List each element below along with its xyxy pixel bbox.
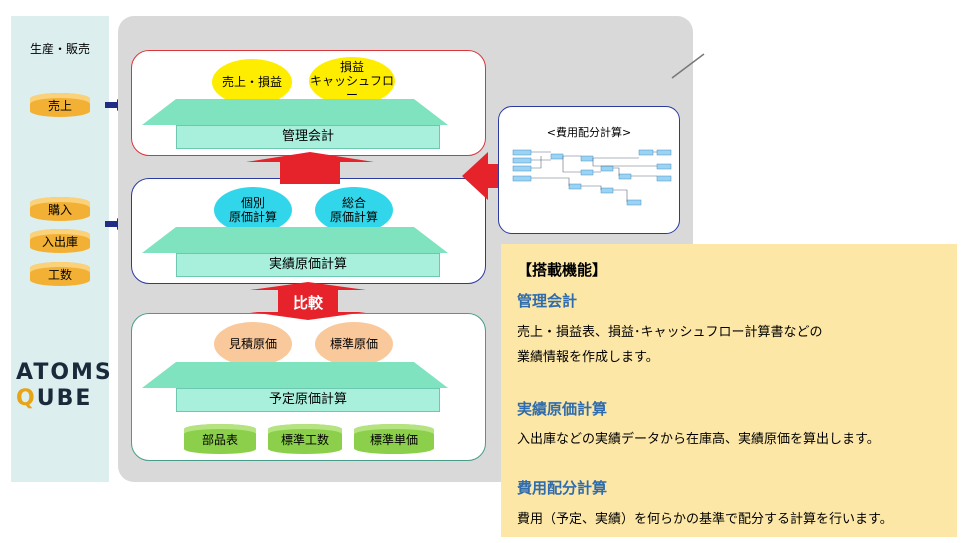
sales-cylinder: 売上 [30, 93, 90, 117]
workhours-cylinder: 工数 [30, 262, 90, 286]
purchase-cylinder: 購入 [30, 197, 90, 221]
standard-hours-cylinder: 標準工数 [268, 424, 342, 454]
allocation-flow-diagram [512, 149, 672, 206]
actual-cost-platform: 実績原価計算 [176, 253, 440, 277]
up-arrow [246, 152, 374, 184]
standard-cost-ellipse: 標準原価 [315, 322, 393, 366]
cashflow-label-1: 損益 [339, 60, 364, 74]
actual-cost-layer: 個別 原価計算 総合 原価計算 実績原価計算 [131, 178, 486, 284]
inout-cylinder: 入出庫 [30, 229, 90, 253]
cost-allocation-title: <費用配分計算> [546, 126, 632, 139]
platform-top [142, 362, 448, 388]
features-title: 【搭載機能】 [517, 261, 608, 279]
sales-profit-label: 売上・損益 [221, 75, 282, 89]
sales-profit-ellipse: 売上・損益 [212, 59, 292, 105]
allocation-arrow [462, 152, 506, 200]
logo-line-atoms: ATOMS [16, 360, 113, 385]
feature-heading-allocation: 費用配分計算 [517, 479, 608, 497]
compare-arrow [250, 282, 366, 320]
process-cost-label-1: 総合 [341, 196, 366, 210]
management-accounting-platform: 管理会計 [176, 125, 440, 149]
individual-cost-label-2: 原価計算 [228, 210, 277, 224]
management-accounting-layer: 売上・損益 損益 キャッシュフロー 管理会計 [131, 50, 486, 156]
feature-heading-actual: 実績原価計算 [517, 400, 608, 418]
feature-text-actual: 入出庫などの実績データから在庫高、実績原価を算出します。 [517, 432, 880, 447]
planned-cost-platform: 予定原価計算 [176, 388, 440, 412]
source-panel-label: 生産・販売 [29, 42, 90, 56]
standard-price-cylinder: 標準単価 [354, 424, 434, 454]
estimated-cost-ellipse: 見積原価 [214, 322, 292, 366]
standard-cost-label: 標準原価 [329, 337, 378, 351]
feature-text-management-1: 売上・損益表、損益･キャッシュフロー計算書などの [517, 325, 823, 340]
feature-text-management-2: 業績情報を作成します。 [517, 350, 659, 365]
cashflow-ellipse: 損益 キャッシュフロー [309, 57, 395, 105]
process-cost-label-2: 原価計算 [329, 210, 378, 224]
platform-top [142, 227, 448, 253]
individual-cost-label-1: 個別 [240, 196, 265, 210]
feature-text-allocation: 費用（予定、実績）を何らかの基準で配分する計算を行います。 [517, 512, 893, 527]
cost-allocation-box: <費用配分計算> [498, 106, 680, 234]
bom-cylinder: 部品表 [184, 424, 256, 454]
logo-qube-rest: UBE [36, 386, 93, 411]
compare-label: 比較 [292, 294, 323, 312]
feature-heading-management: 管理会計 [517, 292, 578, 310]
features-info-box [501, 244, 957, 537]
logo-q: Q [16, 386, 37, 411]
decorative-line [671, 53, 705, 79]
logo-line-qube: QUBE [16, 386, 111, 411]
planned-cost-layer: 見積原価 標準原価 予定原価計算 部品表 標準工数 標準単価 [131, 313, 486, 461]
platform-top [142, 99, 448, 125]
estimated-cost-label: 見積原価 [228, 337, 277, 351]
individual-cost-ellipse: 個別 原価計算 [214, 187, 292, 233]
process-cost-ellipse: 総合 原価計算 [315, 187, 393, 233]
cashflow-label-2: キャッシュフロー [309, 74, 394, 102]
